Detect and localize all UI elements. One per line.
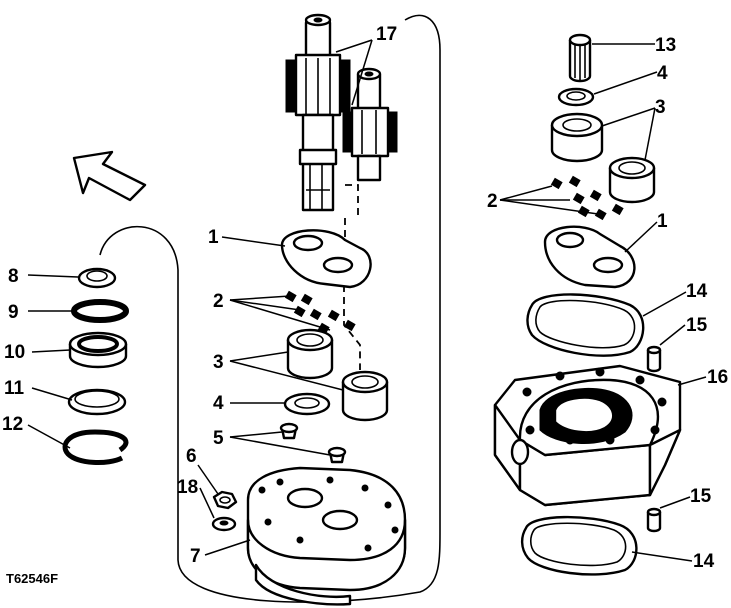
callout-9: 9 (8, 302, 19, 323)
part-16-pump-body (493, 364, 682, 507)
part-5-plug-lower (327, 446, 347, 464)
callout-2-right: 2 (487, 191, 498, 212)
callout-18: 18 (177, 477, 198, 498)
part-5-plug-upper (279, 422, 299, 440)
callout-16: 16 (707, 367, 728, 388)
callout-8: 8 (8, 266, 19, 287)
part-14-gasket-lower (520, 515, 638, 576)
callout-7: 7 (190, 546, 201, 567)
callout-2-left: 2 (213, 291, 224, 312)
part-17-driven-shaft (342, 67, 398, 182)
callout-1-left: 1 (208, 227, 219, 248)
callout-12: 12 (2, 414, 23, 435)
leader-lines (27, 39, 707, 562)
callout-13: 13 (655, 35, 676, 56)
callout-15-upper: 15 (686, 315, 708, 336)
part-18-washer (211, 516, 237, 532)
part-7-pump-cover (246, 466, 407, 606)
part-6-nut (212, 490, 238, 510)
part-1-wear-plate-right (543, 225, 636, 289)
callout-3-left: 3 (213, 352, 224, 373)
callout-4-left: 4 (213, 393, 224, 414)
callout-17: 17 (376, 24, 397, 45)
part-1-wear-plate-left (280, 229, 372, 289)
part-4-thrust-washer-left (283, 392, 331, 416)
part-3-bearing-upper-right (550, 112, 604, 163)
part-14-gasket-upper (526, 293, 645, 357)
part-3-bearing-lower-left (341, 370, 389, 422)
callout-5: 5 (213, 428, 224, 449)
callout-6: 6 (186, 446, 197, 467)
part-15-dowel-pin-upper (646, 345, 662, 373)
shaft-guide-dashed (343, 184, 361, 370)
callout-3-right: 3 (655, 97, 666, 118)
callout-15-lower: 15 (690, 486, 712, 507)
part-15-dowel-pin-lower (646, 507, 662, 533)
figure-reference-code: T62546F (6, 571, 58, 586)
part-10-seal-assembly (68, 331, 128, 369)
part-4-thrust-washer-right (557, 87, 595, 107)
part-13-needle-bearing (568, 33, 592, 83)
part-9-o-ring (71, 299, 129, 323)
callout-1-right: 1 (657, 211, 668, 232)
callout-4-right: 4 (657, 63, 668, 84)
part-3-bearing-upper-left (286, 328, 334, 380)
part-17-drive-shaft (285, 13, 351, 212)
callout-11: 11 (4, 378, 25, 399)
direction-arrow-icon (72, 150, 147, 202)
part-3-bearing-lower-right (608, 156, 656, 204)
part-11-backup-ring (67, 388, 127, 416)
callout-labels: 17 13 4 3 2 1 14 15 16 15 14 1 2 3 4 5 6… (2, 24, 728, 586)
part-12-snap-ring (62, 429, 129, 465)
callout-14-upper: 14 (686, 281, 708, 302)
callout-14-lower: 14 (693, 551, 715, 572)
callout-10: 10 (4, 342, 25, 363)
part-8-bearing-race (77, 267, 117, 289)
